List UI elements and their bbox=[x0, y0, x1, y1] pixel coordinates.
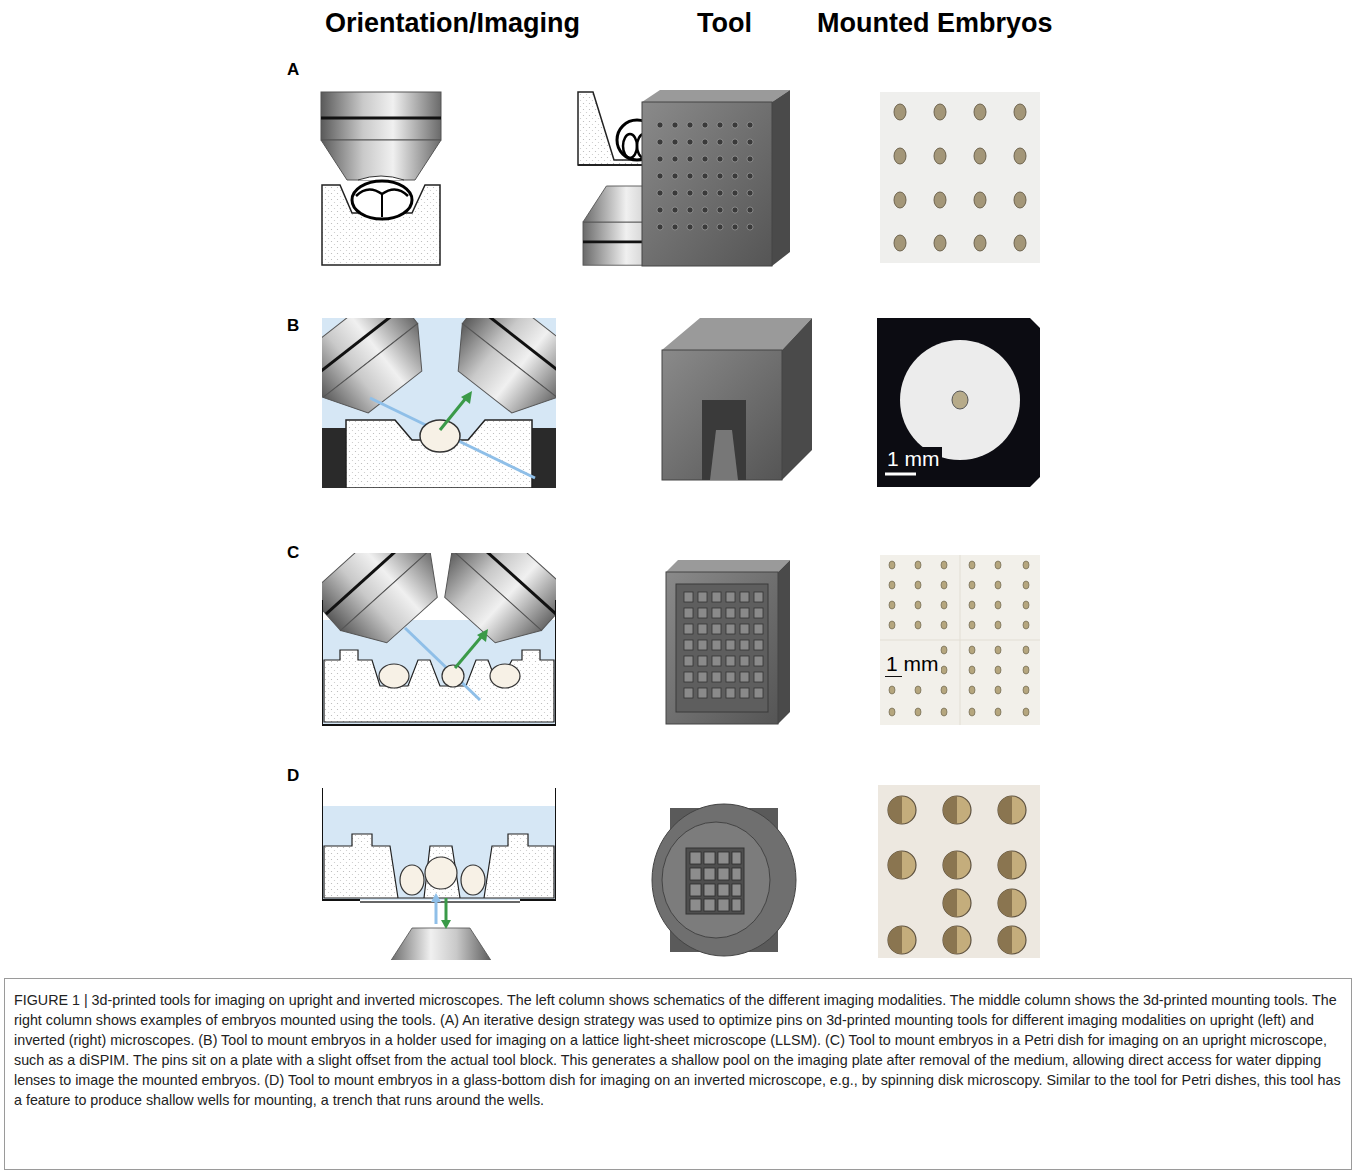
embryo-photo-d bbox=[878, 785, 1040, 958]
panel-letter: C bbox=[287, 543, 299, 563]
glass-bottom-dish-schematic bbox=[322, 788, 556, 960]
llsm-schematic bbox=[322, 318, 556, 488]
mounting-tool-b bbox=[662, 318, 812, 480]
column-header: Tool bbox=[697, 8, 752, 39]
petri-dish-schematic bbox=[322, 553, 556, 725]
panel-letter: B bbox=[287, 316, 299, 336]
panel-letter: D bbox=[287, 766, 299, 786]
column-header: Mounted Embryos bbox=[817, 8, 1053, 39]
embryo-photo-b bbox=[877, 318, 1040, 487]
scale-bar-label: 1 mm bbox=[885, 447, 942, 471]
figure-caption: FIGURE 1 | 3d-printed tools for imaging … bbox=[14, 990, 1342, 1110]
scale-bar-label: 1 mm bbox=[884, 652, 941, 676]
embryo-photo-c bbox=[880, 555, 1040, 725]
mounting-tool-c bbox=[666, 560, 790, 724]
mounting-tool-d bbox=[652, 804, 796, 956]
panel-letter: A bbox=[287, 60, 299, 80]
embryo-photo-a bbox=[880, 92, 1040, 263]
mounting-tool-a bbox=[642, 90, 790, 266]
column-header: Orientation/Imaging bbox=[325, 8, 580, 39]
upright-schematic bbox=[321, 92, 441, 265]
